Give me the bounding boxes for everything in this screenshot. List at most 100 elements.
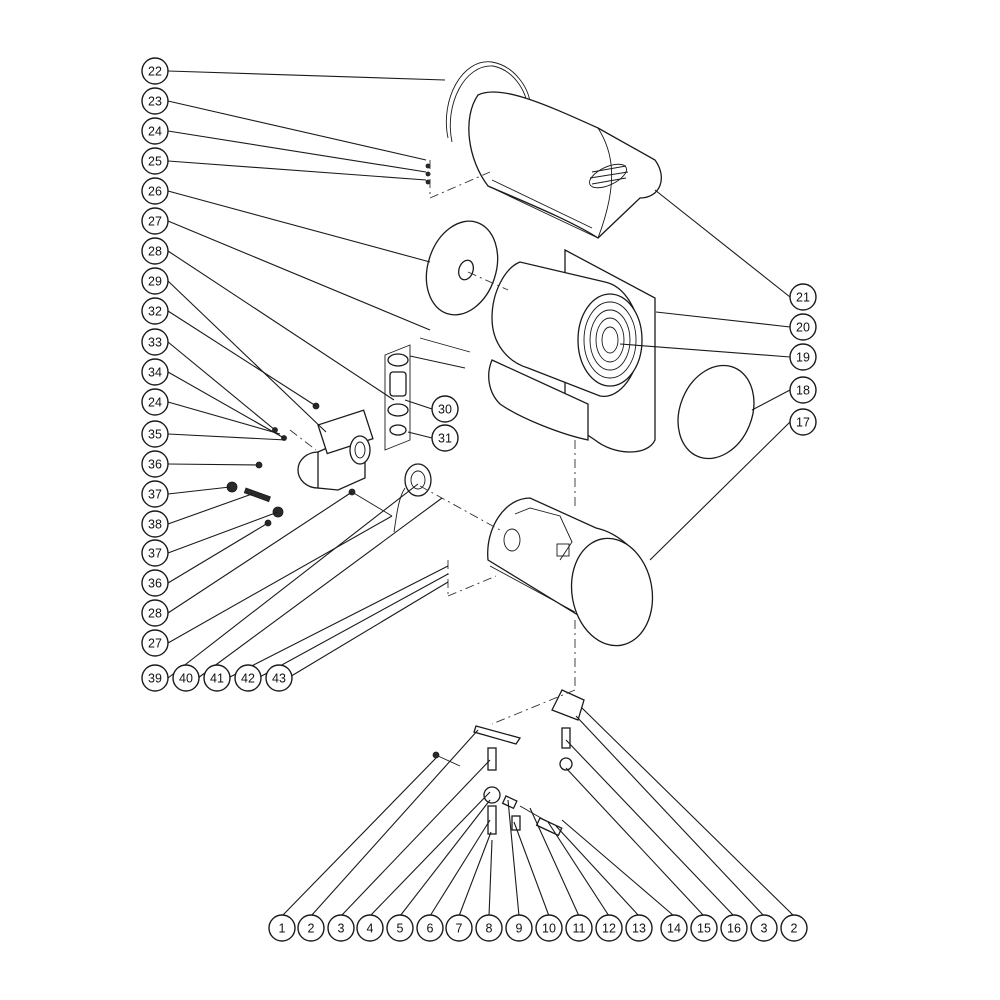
callout-circle bbox=[141, 297, 169, 325]
callout-26: 26 bbox=[141, 177, 169, 205]
callout-33: 33 bbox=[141, 328, 169, 356]
callout-circle bbox=[386, 914, 414, 942]
callout-40: 40 bbox=[172, 664, 200, 692]
callout-number: 11 bbox=[573, 922, 586, 936]
callout-29: 29 bbox=[141, 267, 169, 295]
callout-number: 33 bbox=[148, 336, 162, 350]
callout-number: 10 bbox=[542, 922, 556, 936]
callout-number: 16 bbox=[727, 922, 741, 936]
callout-circle bbox=[416, 914, 444, 942]
callout-circle bbox=[141, 599, 169, 627]
callout-circle bbox=[141, 117, 169, 145]
callout-number: 39 bbox=[148, 672, 162, 686]
callout-36: 36 bbox=[141, 569, 169, 597]
callout-39: 39 bbox=[141, 664, 169, 692]
callout-number: 35 bbox=[148, 428, 162, 442]
callout-circle bbox=[141, 480, 169, 508]
callout-circle bbox=[141, 207, 169, 235]
part-22-trim-strip-edge bbox=[449, 65, 528, 143]
callout-circle bbox=[625, 914, 653, 942]
callout-number: 38 bbox=[148, 518, 162, 532]
callout-number: 24 bbox=[148, 125, 162, 139]
callout-circle bbox=[356, 914, 384, 942]
callout-22: 22 bbox=[141, 57, 169, 85]
callout-circle bbox=[690, 914, 718, 942]
callout-number: 2 bbox=[308, 922, 315, 936]
callout-circle bbox=[327, 914, 355, 942]
callout-7: 7 bbox=[445, 914, 473, 942]
callout-3: 3 bbox=[750, 914, 778, 942]
part-20-lower-shell bbox=[488, 359, 589, 441]
callout-38: 38 bbox=[141, 510, 169, 538]
callout-number: 34 bbox=[148, 366, 162, 380]
part-motor-pump bbox=[297, 409, 374, 491]
callout-circle bbox=[141, 388, 169, 416]
callout-27: 27 bbox=[141, 629, 169, 657]
part-20-combustion-chamber bbox=[491, 248, 656, 453]
callout-13: 13 bbox=[625, 914, 653, 942]
callout-number: 32 bbox=[148, 305, 162, 319]
callout-circle bbox=[789, 408, 817, 436]
part-26-gasket bbox=[425, 220, 499, 316]
callout-28: 28 bbox=[141, 237, 169, 265]
callout-circle bbox=[141, 177, 169, 205]
callout-number: 5 bbox=[397, 922, 404, 936]
callout-circle bbox=[141, 87, 169, 115]
callout-number: 15 bbox=[697, 922, 711, 936]
callout-circle bbox=[141, 450, 169, 478]
callout-circle bbox=[750, 914, 778, 942]
callout-circle bbox=[141, 57, 169, 85]
part-fuel-valve-train bbox=[432, 725, 563, 837]
callout-circle bbox=[595, 914, 623, 942]
callout-number: 23 bbox=[148, 95, 162, 109]
callout-number: 36 bbox=[148, 577, 162, 591]
callout-14: 14 bbox=[660, 914, 688, 942]
callout-24: 24 bbox=[141, 388, 169, 416]
callout-number: 6 bbox=[427, 922, 434, 936]
callout-11: 11 bbox=[565, 914, 593, 942]
callout-number: 28 bbox=[148, 245, 162, 259]
callout-6: 6 bbox=[416, 914, 444, 942]
callout-circle bbox=[535, 914, 563, 942]
callout-number: 25 bbox=[148, 155, 162, 169]
callout-circle bbox=[780, 914, 808, 942]
callout-circle bbox=[297, 914, 325, 942]
callout-17: 17 bbox=[789, 408, 817, 436]
callout-number: 19 bbox=[796, 351, 810, 365]
callout-3: 3 bbox=[327, 914, 355, 942]
callout-27: 27 bbox=[141, 207, 169, 235]
callout-circle bbox=[141, 147, 169, 175]
callout-circle bbox=[268, 914, 296, 942]
callout-number: 7 bbox=[456, 922, 463, 936]
part-21-outer-shell bbox=[468, 91, 662, 239]
callout-number: 29 bbox=[148, 275, 162, 289]
part-22-trim-strip bbox=[446, 61, 531, 139]
callout-9: 9 bbox=[505, 914, 533, 942]
callout-circle bbox=[565, 914, 593, 942]
callout-number: 37 bbox=[148, 488, 162, 502]
callout-circle bbox=[789, 283, 817, 311]
callout-circle bbox=[475, 914, 503, 942]
callout-circle bbox=[141, 237, 169, 265]
callout-circle bbox=[720, 914, 748, 942]
callout-number: 21 bbox=[796, 291, 810, 305]
callout-circle bbox=[234, 664, 262, 692]
callout-1: 1 bbox=[268, 914, 296, 942]
callout-circle bbox=[431, 424, 459, 452]
callout-number: 27 bbox=[148, 637, 162, 651]
callout-circle bbox=[265, 664, 293, 692]
part-30-31-igniter-assembly bbox=[384, 344, 466, 451]
callout-10: 10 bbox=[535, 914, 563, 942]
callout-32: 32 bbox=[141, 297, 169, 325]
callout-circle bbox=[445, 914, 473, 942]
callout-28: 28 bbox=[141, 599, 169, 627]
callout-number: 40 bbox=[179, 672, 193, 686]
callout-36: 36 bbox=[141, 450, 169, 478]
callout-23: 23 bbox=[141, 87, 169, 115]
callout-8: 8 bbox=[475, 914, 503, 942]
callout-number: 22 bbox=[148, 65, 162, 79]
